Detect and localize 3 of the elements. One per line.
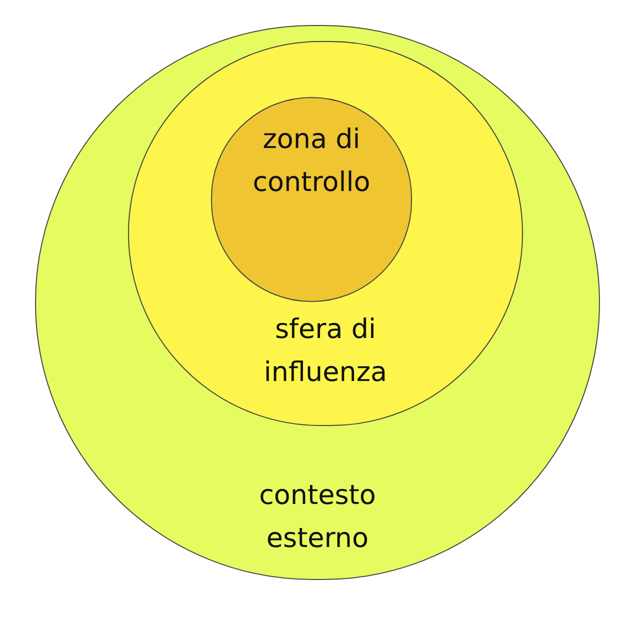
circle-label: sfera di influenza xyxy=(262,313,388,390)
circle-label: zona di controllo xyxy=(252,123,372,200)
circle-label: contesto esterno xyxy=(258,479,377,556)
